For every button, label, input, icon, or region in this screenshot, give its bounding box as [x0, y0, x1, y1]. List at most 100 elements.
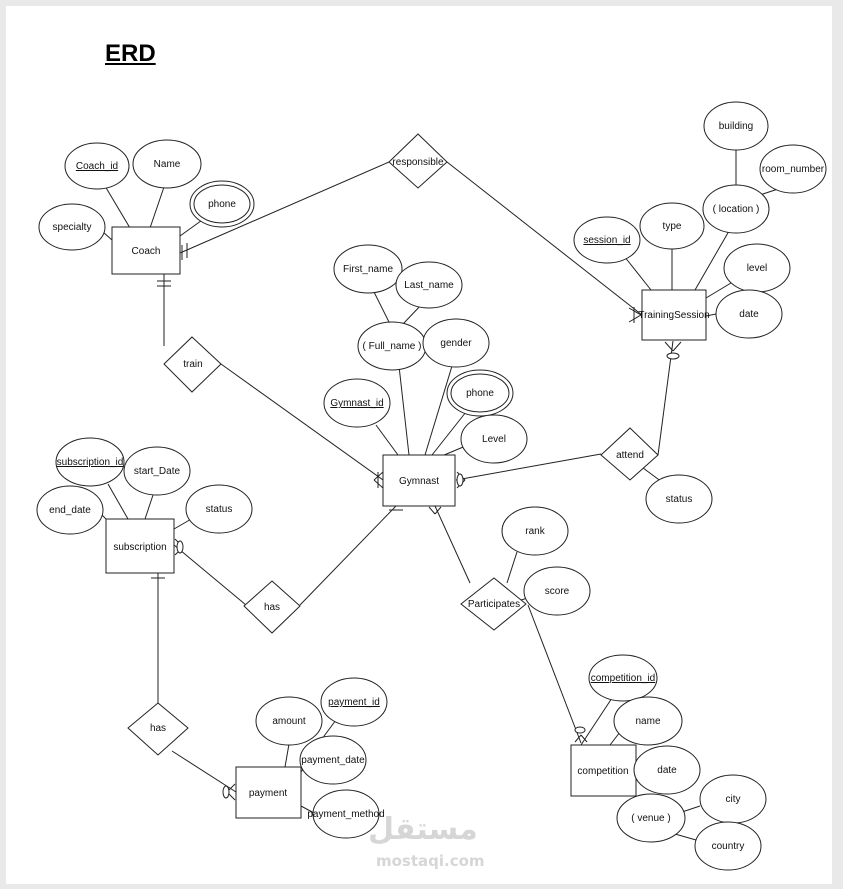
svg-text:score: score — [545, 586, 570, 597]
entity-gymnast: Gymnast — [382, 454, 456, 507]
entity-subscription: subscription — [105, 518, 175, 574]
svg-text:( location ): ( location ) — [713, 204, 760, 215]
attribute-coach-specialty: specialty — [38, 203, 106, 251]
svg-text:specialty: specialty — [53, 222, 92, 233]
attribute-amount: amount — [255, 696, 323, 746]
svg-text:competition_id: competition_id — [591, 673, 655, 684]
attribute-gymnast-level: Level — [460, 414, 528, 464]
attribute-city: city — [699, 774, 767, 824]
attribute-payment-id: payment_id — [320, 677, 388, 727]
svg-text:type: type — [663, 221, 682, 232]
entity-label: competition — [577, 766, 628, 777]
svg-text:session_id: session_id — [583, 235, 630, 246]
relationship-label: train — [183, 359, 202, 370]
svg-text:( Full_name ): ( Full_name ) — [363, 341, 422, 352]
relationship-label: responsible — [392, 157, 444, 168]
entity-label: Coach — [132, 246, 161, 257]
svg-text:Last_name: Last_name — [404, 280, 454, 291]
attribute-session-level: level — [723, 243, 791, 293]
entity-label: payment — [249, 788, 288, 799]
svg-text:room_number: room_number — [762, 164, 825, 175]
entity-label: subscription — [113, 542, 166, 553]
connector-lines — [99, 150, 791, 841]
attribute-start-date: start_Date — [123, 446, 191, 496]
relationship-train: train — [163, 336, 222, 393]
attribute-competition-name: name — [613, 696, 683, 746]
svg-text:rank: rank — [525, 526, 545, 537]
svg-text:country: country — [712, 841, 745, 852]
attribute-score: score — [523, 566, 591, 616]
relationship-attend: attend — [600, 427, 659, 481]
watermark-brand-latin: mostaqi.com — [376, 852, 485, 870]
entity-coach: Coach — [111, 226, 181, 275]
svg-text:building: building — [719, 121, 753, 132]
svg-text:level: level — [747, 263, 768, 274]
attribute-coach-id: Coach_id — [64, 142, 130, 190]
svg-text:start_Date: start_Date — [134, 466, 181, 477]
svg-text:payment_method: payment_method — [307, 809, 384, 820]
relationship-label: Participates — [468, 599, 520, 610]
page-title: ERD — [105, 40, 156, 67]
svg-text:date: date — [739, 309, 759, 320]
svg-text:city: city — [726, 794, 741, 805]
relationship-label: has — [150, 723, 166, 734]
attribute-building: building — [703, 101, 769, 151]
attribute-subscription-id: subscription_id — [55, 437, 125, 487]
svg-text:payment_date: payment_date — [301, 755, 365, 766]
entity-competition: competition — [570, 744, 637, 797]
attribute-location: ( location ) — [702, 184, 770, 234]
svg-text:date: date — [657, 765, 677, 776]
attribute-subscription-status: status — [185, 484, 253, 534]
svg-text:( venue ): ( venue ) — [631, 813, 670, 824]
relationship-label: has — [264, 602, 280, 613]
attribute-end-date: end_date — [36, 485, 104, 535]
watermark-brand-arabic: مستقل — [368, 812, 478, 847]
attribute-session-id: session_id — [573, 216, 641, 264]
entity-payment: payment — [235, 766, 302, 819]
attribute-coach-phone: phone — [189, 180, 255, 228]
attribute-last-name: Last_name — [395, 261, 463, 309]
attribute-gymnast-id: Gymnast_id — [323, 378, 391, 428]
relationship-has-subscription: has — [243, 580, 301, 634]
attribute-venue: ( venue ) — [616, 793, 686, 843]
svg-text:name: name — [635, 716, 660, 727]
attribute-session-date: date — [715, 289, 783, 339]
entity-label: TrainingSession — [638, 310, 709, 321]
entity-training-session: TrainingSession — [638, 289, 710, 341]
attribute-payment-date: payment_date — [299, 735, 367, 785]
cardinality-marks — [151, 243, 682, 801]
svg-text:phone: phone — [466, 388, 494, 399]
attribute-attend-status: status — [645, 474, 713, 524]
svg-text:amount: amount — [272, 716, 306, 727]
attribute-session-type: type — [639, 202, 705, 250]
relationship-participates: Participates — [460, 577, 527, 631]
svg-text:payment_id: payment_id — [328, 697, 380, 708]
attribute-competition-date: date — [633, 745, 701, 795]
relationship-label: attend — [616, 450, 644, 461]
attribute-gymnast-phone: phone — [446, 369, 514, 417]
attribute-payment-method: payment_method — [307, 789, 385, 839]
svg-text:Level: Level — [482, 434, 506, 445]
svg-text:Gymnast_id: Gymnast_id — [330, 398, 383, 409]
svg-text:status: status — [666, 494, 693, 505]
relationship-responsible: responsible — [388, 133, 448, 189]
attribute-rank: rank — [501, 506, 569, 556]
svg-text:subscription_id: subscription_id — [57, 457, 124, 468]
attribute-gender: gender — [422, 318, 490, 368]
svg-text:First_name: First_name — [343, 264, 393, 275]
attribute-full-name: ( Full_name ) — [357, 321, 427, 371]
svg-text:gender: gender — [440, 338, 472, 349]
svg-text:Name: Name — [154, 159, 181, 170]
attribute-first-name: First_name — [333, 244, 403, 294]
entity-label: Gymnast — [399, 476, 439, 487]
svg-text:status: status — [206, 504, 233, 515]
svg-text:end_date: end_date — [49, 505, 91, 516]
svg-text:phone: phone — [208, 199, 236, 210]
relationship-has-payment: has — [127, 702, 189, 756]
attribute-competition-id: competition_id — [588, 654, 658, 702]
attribute-country: country — [694, 821, 762, 871]
attribute-coach-name: Name — [132, 139, 202, 189]
svg-text:Coach_id: Coach_id — [76, 161, 118, 172]
attribute-room-number: room_number — [759, 144, 827, 194]
